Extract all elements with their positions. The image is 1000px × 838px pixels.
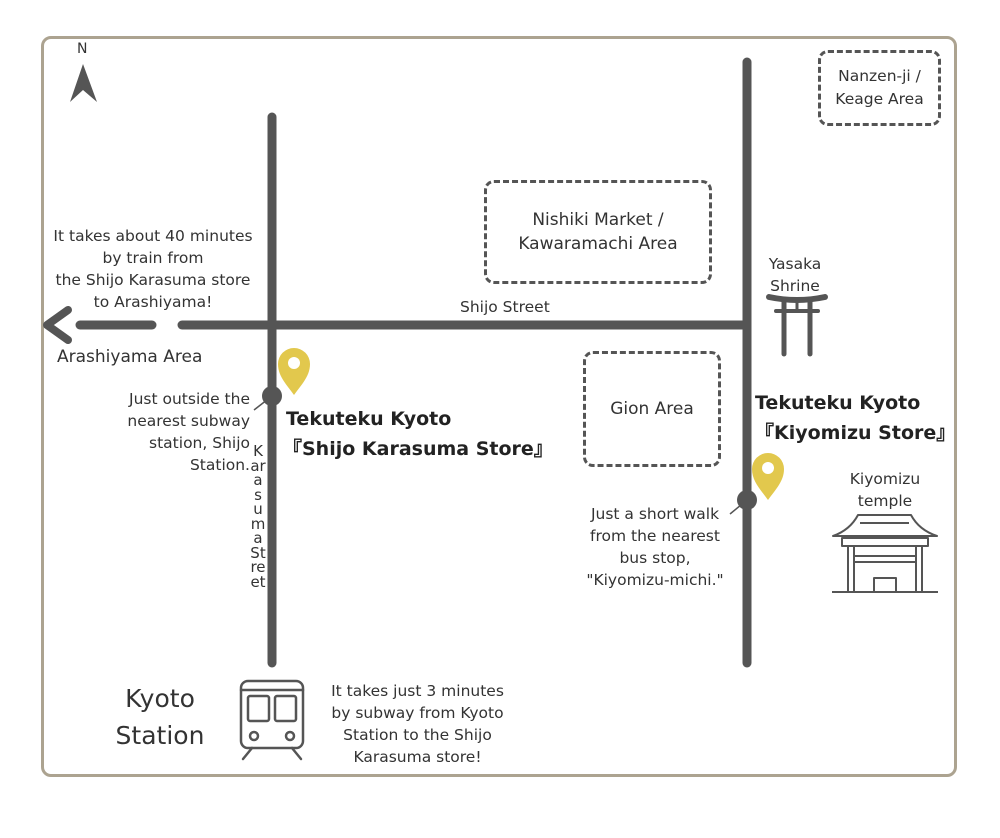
kiyomizu-bus-note-line1: Just a short walk <box>590 505 720 523</box>
kyoto-station-note-line1: It takes just 3 minutes <box>331 682 504 700</box>
shijo-station-note-line1: Just outside the <box>129 390 250 408</box>
kyoto-station-line2: Station <box>115 721 205 750</box>
kiyomizu-bus-note: Just a short walk from the nearest bus s… <box>575 503 735 591</box>
arashiyama-note-line4: to Arashiyama! <box>93 293 213 311</box>
kiyomizu-store-line2: 『Kiyomizu Store』 <box>755 422 956 444</box>
kiyomizu-temple-line2: temple <box>857 492 913 510</box>
shijo-station-note-line4: Station. <box>189 456 250 474</box>
compass-north-label: N <box>77 41 88 57</box>
kiyomizu-bus-note-line2: from the nearest <box>590 527 720 545</box>
shijo-karasuma-store-line2: 『Shijo Karasuma Store』 <box>283 438 553 460</box>
kyoto-station-note: It takes just 3 minutes by subway from K… <box>315 680 520 768</box>
karasuma-street-label: Karasuma Street <box>250 442 266 591</box>
kyoto-station-label: Kyoto Station <box>100 680 220 754</box>
compass-arrow-icon <box>70 64 97 102</box>
gion-area-label: Gion Area <box>610 399 694 419</box>
kyoto-station-note-line3: Station to the Shijo <box>343 726 492 744</box>
arashiyama-note-line3: the Shijo Karasuma store <box>55 271 251 289</box>
nanzenji-area-line1: Nanzen-ji / <box>838 67 921 85</box>
kiyomizu-store-line1: Tekuteku Kyoto <box>755 392 921 414</box>
shijo-karasuma-store-line1: Tekuteku Kyoto <box>286 408 452 430</box>
nishiki-area-line1: Nishiki Market / <box>532 210 664 230</box>
kiyomizu-temple-label: Kiyomizu temple <box>840 468 930 512</box>
arashiyama-note-line1: It takes about 40 minutes <box>53 227 253 245</box>
nishiki-area-box: Nishiki Market / Kawaramachi Area <box>484 180 712 284</box>
kiyomizu-bus-dot <box>737 490 757 510</box>
train-icon <box>239 679 305 761</box>
arashiyama-note: It takes about 40 minutes by train from … <box>40 225 266 313</box>
shijo-station-note: Just outside the nearest subway station,… <box>100 388 250 476</box>
shijo-karasuma-pin-icon <box>278 348 310 395</box>
nanzenji-area-box: Nanzen-ji / Keage Area <box>818 50 941 126</box>
shijo-station-dot <box>262 386 282 406</box>
yasaka-shrine-line2: Shrine <box>770 277 820 295</box>
torii-gate-icon <box>766 294 828 357</box>
yasaka-shrine-label: Yasaka Shrine <box>755 253 835 297</box>
kiyomizu-store-pin-icon <box>752 453 784 500</box>
yasaka-shrine-line1: Yasaka <box>768 255 822 273</box>
kyoto-station-line1: Kyoto <box>125 684 195 713</box>
gion-area-box: Gion Area <box>583 351 721 467</box>
kyoto-station-note-line2: by subway from Kyoto <box>331 704 504 722</box>
arashiyama-area-label: Arashiyama Area <box>57 347 203 367</box>
kiyomizu-bus-note-line4: "Kiyomizu-michi." <box>586 571 724 589</box>
nanzenji-area-line2: Keage Area <box>835 90 924 108</box>
arashiyama-note-line2: by train from <box>102 249 204 267</box>
kiyomizu-store-label: Tekuteku Kyoto 『Kiyomizu Store』 <box>755 388 955 448</box>
nishiki-area-line2: Kawaramachi Area <box>518 234 678 254</box>
shijo-street-label: Shijo Street <box>460 298 550 316</box>
shijo-station-note-line2: nearest subway <box>127 412 250 430</box>
shijo-karasuma-store-label: Tekuteku Kyoto 『Shijo Karasuma Store』 <box>283 404 553 464</box>
kiyomizu-temple-line1: Kiyomizu <box>849 470 921 488</box>
kiyomizu-bus-note-line3: bus stop, <box>619 549 691 567</box>
map-frame <box>41 36 957 777</box>
shijo-station-note-line3: station, Shijo <box>149 434 250 452</box>
kiyomizu-temple-icon <box>832 514 938 593</box>
kyoto-station-note-line4: Karasuma store! <box>353 748 482 766</box>
arashiyama-arrow-icon <box>43 306 72 344</box>
